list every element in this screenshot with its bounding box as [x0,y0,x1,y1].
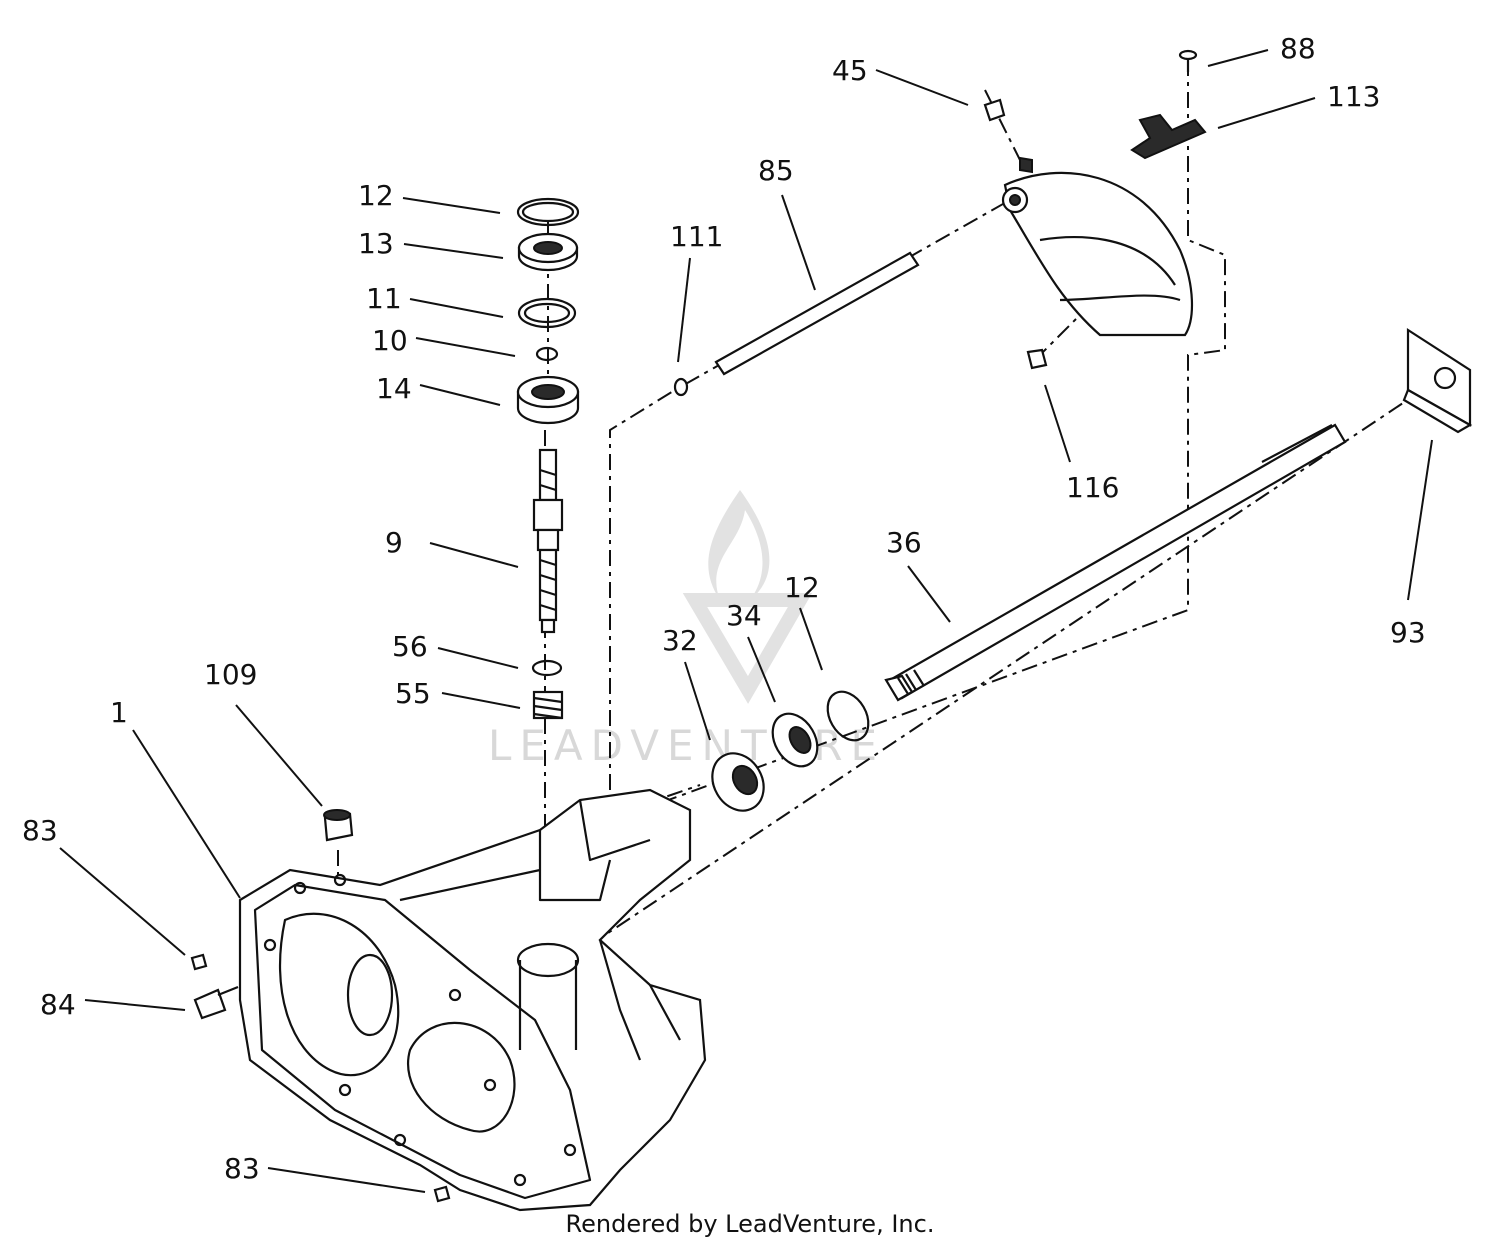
part-34-bearing [771,712,819,768]
callout-116: 116 [1066,471,1119,504]
leader-lines [59,49,1433,1193]
footer-credit: Rendered by LeadVenture, Inc. [565,1210,935,1238]
callout-55: 55 [395,677,431,710]
callout-36: 36 [886,526,922,559]
leader-32 [684,661,711,741]
part-88-screw [1178,49,1198,72]
part-116-plug [1026,348,1048,370]
leader-36 [907,565,951,623]
leader-85 [781,194,816,291]
part-32-bearing [711,752,765,812]
callout-labels: 88 113 45 85 111 116 12 13 11 10 14 9 56… [22,32,1426,1185]
leader-93 [1407,439,1433,601]
part-cover-plate [1001,156,1193,337]
part-109-breather [323,809,354,842]
part-56-washer [531,659,563,677]
leader-14 [419,384,501,406]
watermark-text: LEADVENTURE [488,721,885,770]
leader-12a [402,197,501,214]
callout-9: 9 [385,526,403,559]
part-113-shift-lever [1130,113,1207,160]
leader-34 [747,636,776,703]
callout-45: 45 [832,54,868,87]
callout-109: 109 [204,658,257,691]
part-83-pin-lower [433,1185,451,1203]
callout-34: 34 [726,599,762,632]
part-111-washer [673,377,689,397]
callout-88: 88 [1280,32,1316,65]
part-10-washer [535,346,559,362]
leader-116 [1044,384,1071,463]
callout-14: 14 [376,372,412,405]
leader-83a [59,847,186,956]
assembly-centerlines [337,60,1416,946]
part-13-bearing [517,232,579,272]
part-55-spring [532,690,564,720]
callout-10: 10 [372,324,408,357]
callout-56: 56 [392,630,428,663]
leader-88 [1207,49,1269,67]
part-45-fitting [983,98,1006,122]
leader-12b [799,607,823,671]
callout-84: 84 [40,988,76,1021]
leader-84 [84,999,186,1011]
leader-83b [267,1167,426,1193]
callout-85: 85 [758,154,794,187]
leader-9 [429,542,519,568]
part-84-fitting [193,985,239,1020]
part-93-bracket [1402,327,1473,434]
leader-13 [403,243,504,259]
callout-113: 113 [1327,80,1380,113]
callout-13: 13 [358,227,394,260]
leader-111 [677,257,691,363]
part-12-snap-ring-top [516,197,580,227]
leader-1 [132,729,241,899]
leader-45 [875,69,969,106]
callout-1: 1 [110,696,128,729]
part-9-input-shaft [532,448,564,634]
callout-32: 32 [662,624,698,657]
part-11-ring [517,297,577,329]
callout-12-lower: 12 [784,571,820,604]
part-83-pin-upper [190,953,208,971]
part-85-shaft [714,251,920,376]
callout-111: 111 [670,220,723,253]
part-12-snap-ring-lower [826,690,870,742]
leader-11 [409,298,504,318]
callout-83-lower: 83 [224,1152,260,1185]
callout-12-top: 12 [358,179,394,212]
leader-113 [1217,97,1316,129]
leader-55 [441,692,521,709]
leader-109 [235,704,323,807]
callout-93: 93 [1390,616,1426,649]
part-36-axle-shaft [884,423,1347,702]
part-14-bearing [516,375,580,425]
callout-83-upper: 83 [22,814,58,847]
part-1-transaxle-housing [238,788,707,1212]
callout-11: 11 [366,282,402,315]
leader-10 [415,337,516,357]
leader-56 [437,647,519,669]
